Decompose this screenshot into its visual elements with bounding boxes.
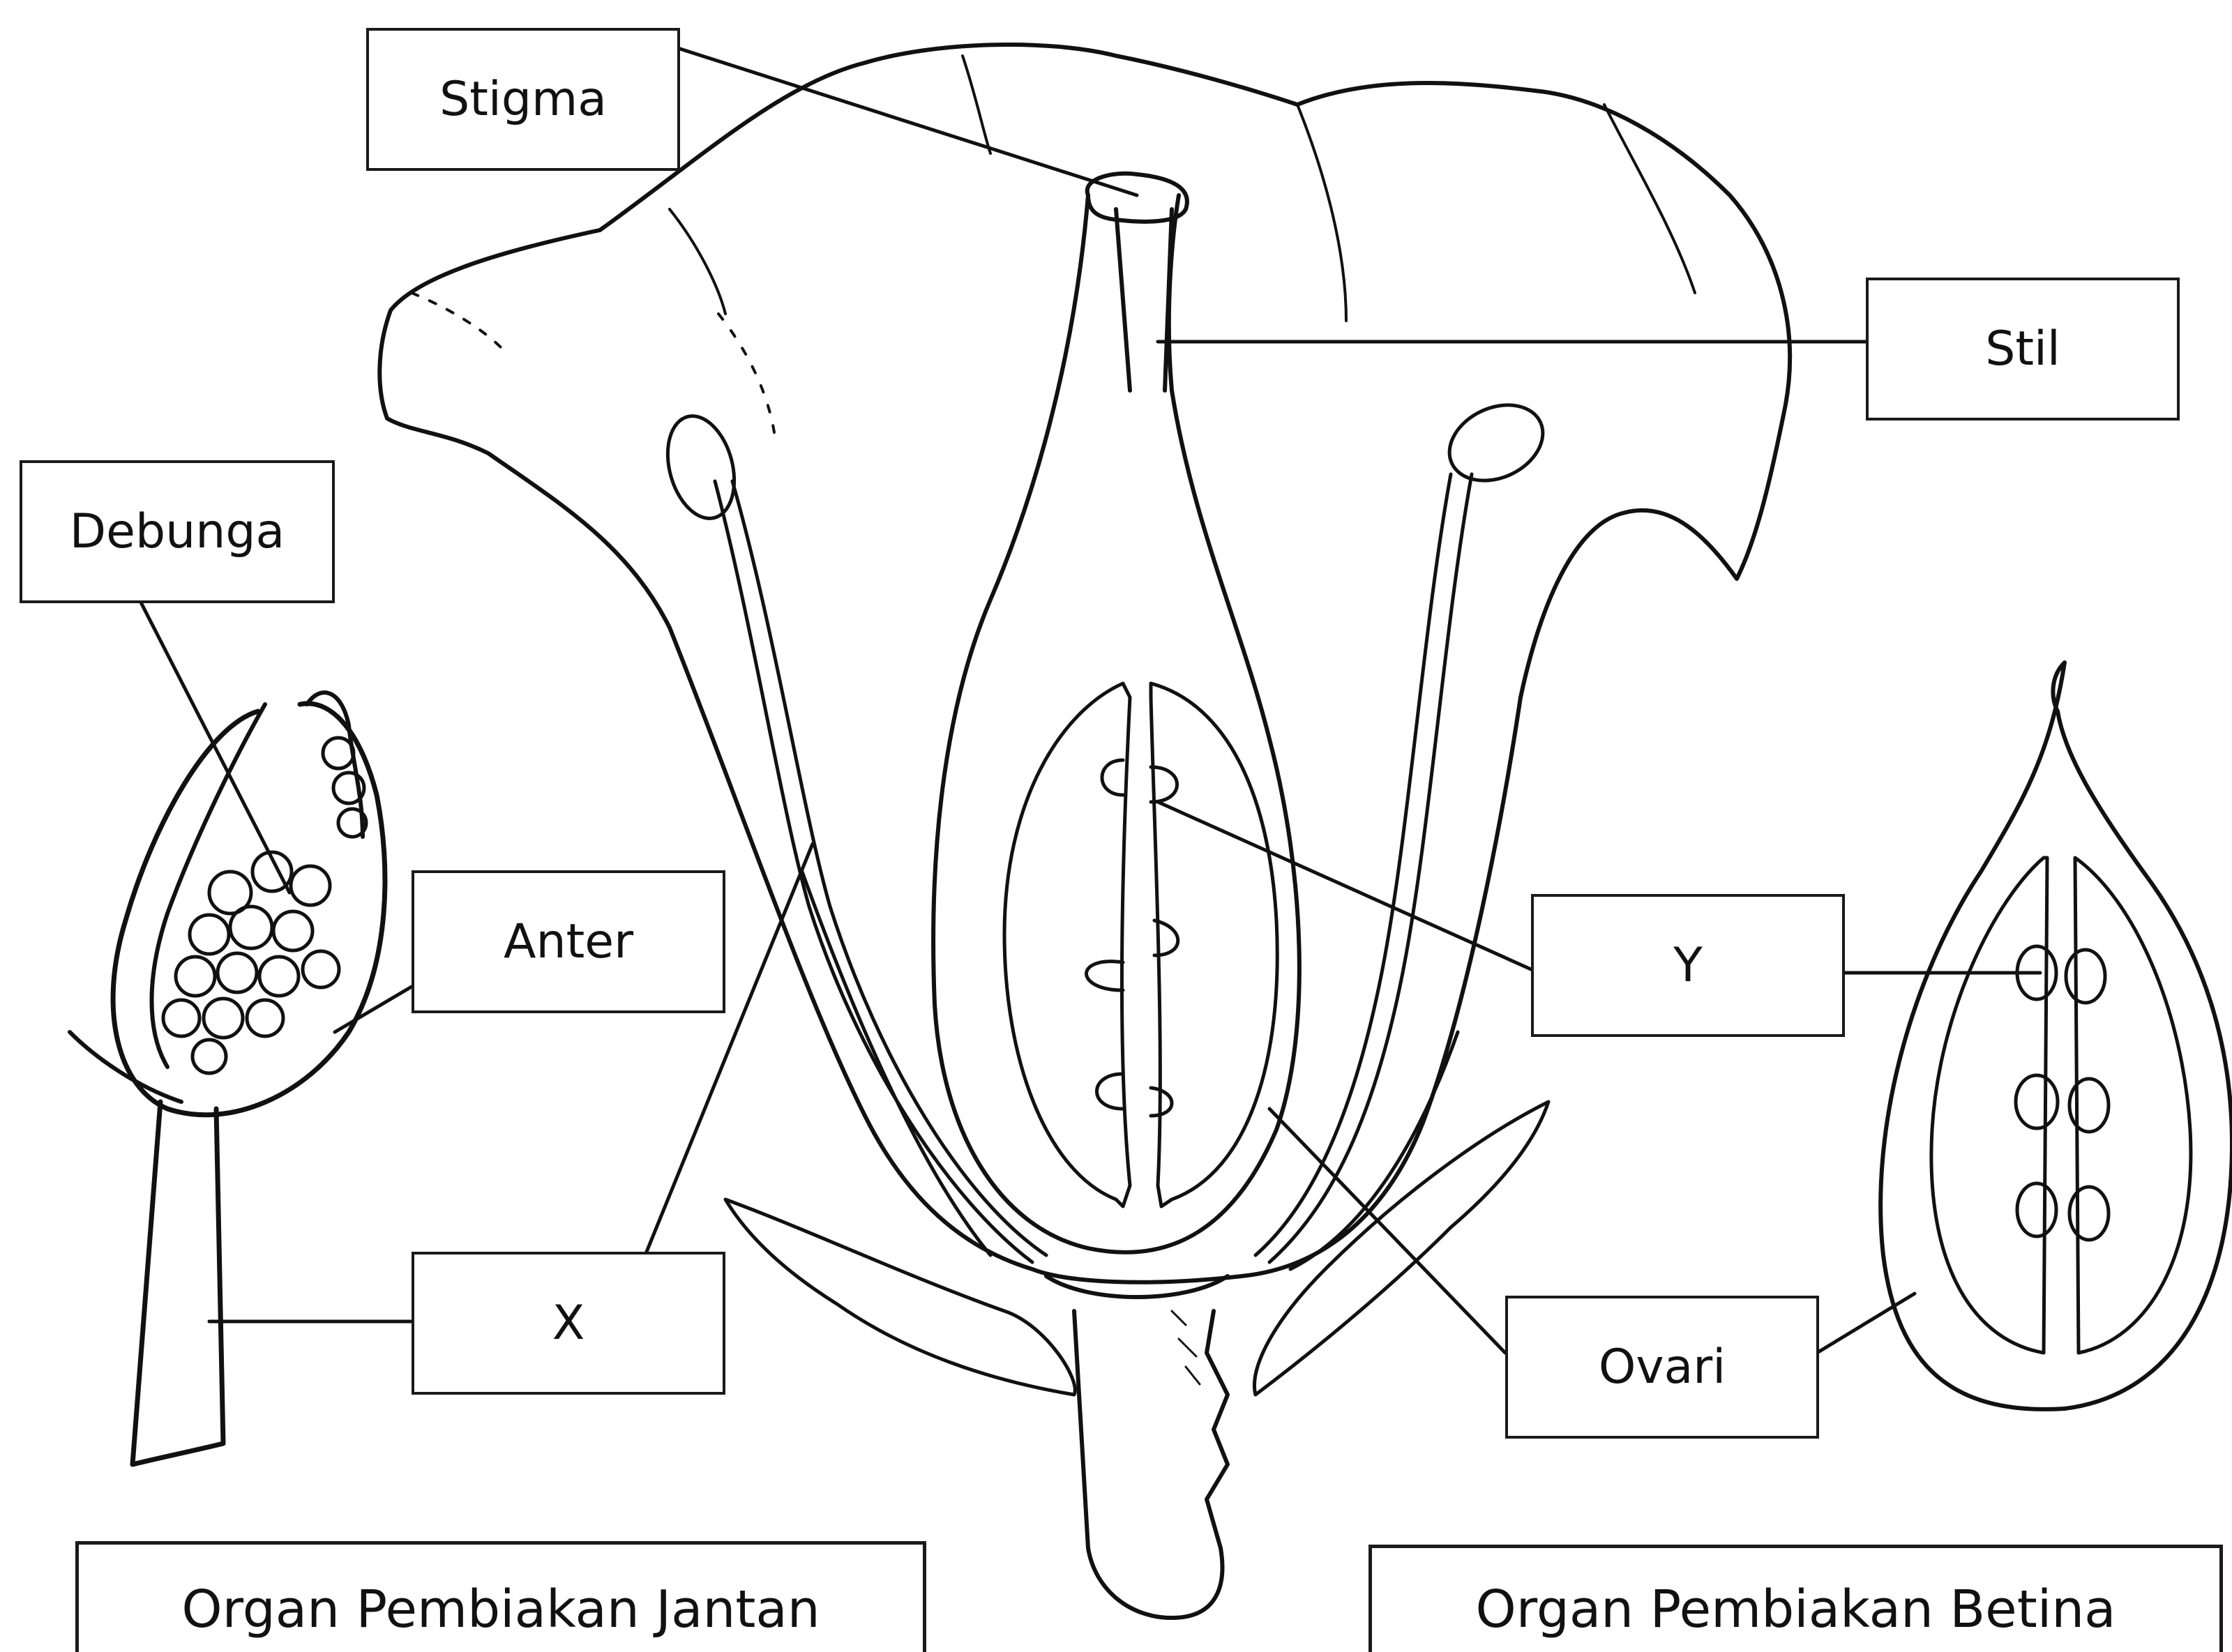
label-ovari: Ovari <box>1505 1296 1819 1439</box>
pollen-grain <box>230 907 272 948</box>
pollen-grain <box>176 957 215 996</box>
ovary-outer <box>933 195 1299 1252</box>
right-filament <box>1269 474 1472 1262</box>
right-anther <box>1437 391 1555 495</box>
petal-crease <box>670 209 725 314</box>
ovule <box>2066 950 2105 1003</box>
pollen-grain <box>190 915 229 954</box>
ovule <box>2069 1187 2109 1240</box>
ovary-closeup-outer <box>1880 662 2232 1409</box>
ovule <box>1087 962 1124 990</box>
caption-female-organ: Organ Pembiakan Betina <box>1368 1545 2223 1652</box>
pollen-grain <box>247 1000 283 1036</box>
pollen-grain <box>259 957 299 996</box>
label-x: X <box>412 1252 725 1395</box>
leader-lines <box>140 49 2040 1353</box>
pollen-grains <box>163 738 366 1073</box>
ovule <box>1097 1074 1124 1109</box>
pollen-grain <box>273 911 312 950</box>
petal-crease <box>412 293 502 349</box>
tube-line <box>1290 1032 1458 1269</box>
pollen-grain <box>291 866 330 905</box>
anther-outer <box>113 704 385 1115</box>
leader-y <box>1158 802 1531 969</box>
stamen-closeup <box>70 692 385 1464</box>
ovule <box>2016 1075 2058 1128</box>
pollen-grain <box>163 1000 199 1036</box>
ovary-closeup-inner <box>1931 858 2047 1353</box>
stamen-filament <box>133 1102 223 1464</box>
leader-ovari <box>1269 1109 1505 1353</box>
pollen-grain <box>303 951 339 987</box>
label-anter: Anter <box>412 870 725 1013</box>
pollen-grain <box>193 1040 226 1073</box>
leader-anter <box>335 987 412 1032</box>
ovule <box>1102 760 1123 795</box>
leader-debunga <box>140 600 289 893</box>
label-stigma: Stigma <box>366 28 680 171</box>
ovule <box>2017 1183 2056 1236</box>
ovary-closeup <box>1880 662 2232 1409</box>
label-stil: Stil <box>1866 278 2180 420</box>
ovary-cavity <box>1151 683 1277 1206</box>
caption-male-organ: Organ Pembiakan Jantan <box>75 1541 926 1652</box>
label-debunga: Debunga <box>20 460 335 603</box>
petal-crease <box>718 314 774 432</box>
petal-crease <box>963 56 990 153</box>
petal-crease <box>1297 105 1346 321</box>
left-filament <box>732 481 1046 1255</box>
ovary-closeup-inner <box>2075 858 2191 1353</box>
pollen-grain <box>323 738 354 768</box>
left-sepal <box>725 1199 1075 1395</box>
left-anther <box>657 409 745 526</box>
pollen-grain <box>218 953 257 992</box>
pedicel-hatch <box>1172 1311 1200 1384</box>
label-y: Y <box>1531 894 1845 1037</box>
pedicel <box>1074 1311 1228 1618</box>
style <box>1116 209 1172 391</box>
pollen-grain <box>204 999 243 1038</box>
